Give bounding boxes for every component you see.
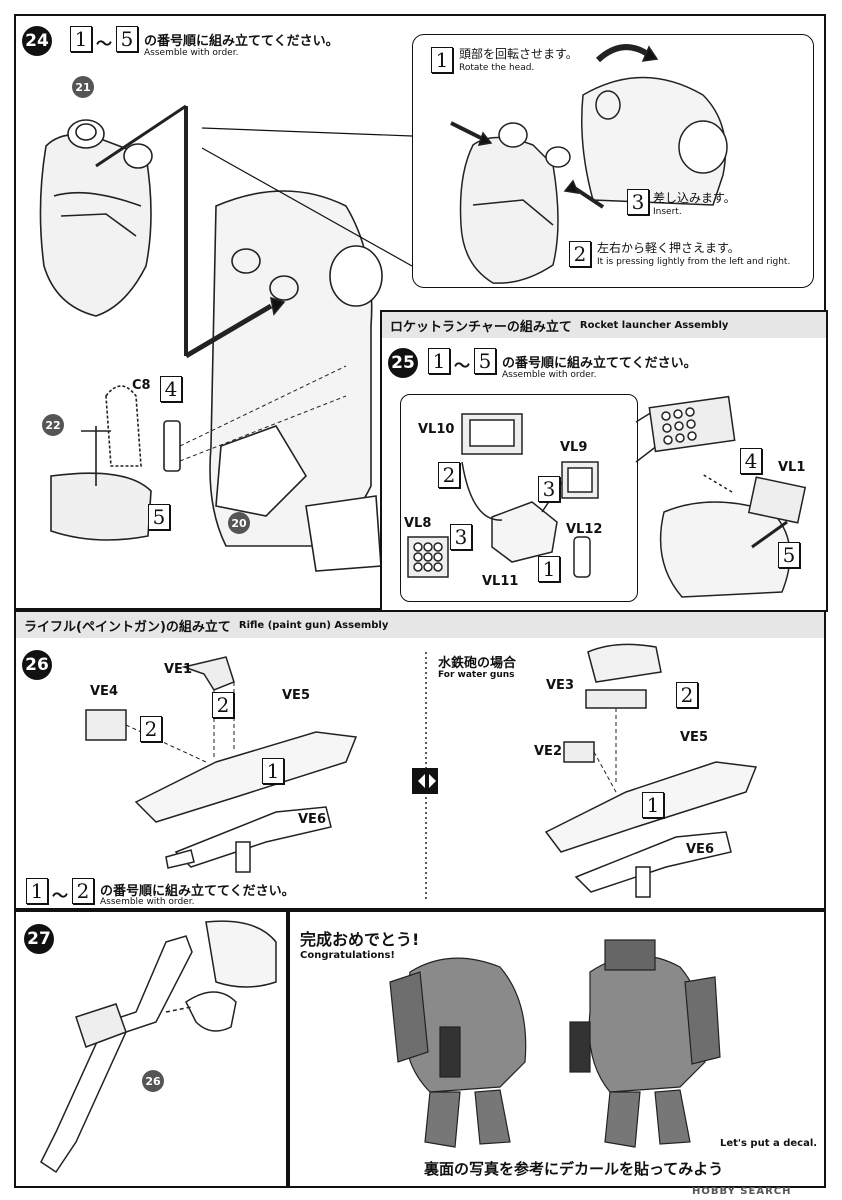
label-ve5-water: VE5 <box>680 730 708 745</box>
detail-step-3-num: 3 <box>627 189 649 215</box>
rocket-launcher-panel: ロケットランチャーの組み立て Rocket launcher Assembly … <box>380 310 828 612</box>
rocket-num-5: 5 <box>778 542 800 568</box>
detail-step-2-num: 2 <box>569 241 591 267</box>
part-26-marker: 26 <box>142 1070 164 1092</box>
label-ve3: VE3 <box>546 678 574 693</box>
decal-jp: 裏面の写真を参考にデカールを貼ってみよう <box>424 1160 724 1178</box>
label-vl12: VL12 <box>566 522 603 537</box>
part-22-marker: 22 <box>42 414 64 436</box>
rifle-range-end: 2 <box>72 878 94 904</box>
label-vl8: VL8 <box>404 516 432 531</box>
rifle-num-e1: 1 <box>642 792 664 818</box>
rifle-num-c1: 1 <box>262 758 284 784</box>
step-number-25: 25 <box>388 348 418 378</box>
rocket-title-jp: ロケットランチャーの組み立て <box>390 319 572 335</box>
detail-step-2-en: It is pressing lightly from the left and… <box>597 257 791 267</box>
range-tilde: 〜 <box>96 34 113 53</box>
label-ve6-water: VE6 <box>686 842 714 857</box>
rocket-instruction-en: Assemble with order. <box>502 370 597 380</box>
rocket-title-en: Rocket launcher Assembly <box>579 319 729 331</box>
detail-step-1-jp: 頭部を回転させます。 <box>459 47 578 61</box>
step-24-panel: 24 1 〜 5 の番号順に組み立ててください。 Assemble with o… <box>14 14 828 612</box>
label-c8: C8 <box>132 378 151 393</box>
label-vl1: VL1 <box>778 460 806 475</box>
water-gun-en: For water guns <box>438 670 515 680</box>
step-24-instruction-en: Assemble with order. <box>144 48 239 58</box>
congrats-jp: 完成おめでとう! <box>300 930 420 949</box>
rocket-num-3a: 3 <box>538 476 560 502</box>
rifle-range-tilde: 〜 <box>52 886 69 905</box>
rocket-num-3b: 3 <box>450 524 472 550</box>
rifle-illustration <box>85 643 758 902</box>
step-27-illustration <box>40 920 277 1174</box>
part-20-marker: 20 <box>228 512 250 534</box>
rifle-num-b2: 2 <box>212 692 234 718</box>
step-27-panel: 27 26 <box>14 910 288 1188</box>
label-ve4: VE4 <box>90 684 118 699</box>
rocket-num-2: 2 <box>438 462 460 488</box>
rocket-range-end: 5 <box>474 348 496 374</box>
label-ve1: VE1 <box>164 662 192 677</box>
rocket-illustration <box>407 395 807 598</box>
final-panel: 完成おめでとう! Congratulations! Let's put a de… <box>288 910 826 1188</box>
detail-step-1-en: Rotate the head. <box>459 63 535 73</box>
rifle-panel: ライフル(ペイントガン)の組み立て Rifle (paint gun) Asse… <box>14 610 826 910</box>
part-21-marker: 21 <box>72 76 94 98</box>
label-ve5: VE5 <box>282 688 310 703</box>
rifle-range-start: 1 <box>26 878 48 904</box>
water-gun-jp: 水鉄砲の場合 <box>438 656 517 671</box>
rocket-range-tilde: 〜 <box>454 356 471 375</box>
step-24-illustration <box>39 104 383 572</box>
rocket-num-4: 4 <box>740 448 762 474</box>
decal-en: Let's put a decal. <box>720 1138 818 1149</box>
step-24-instruction-jp: の番号順に組み立ててください。 <box>144 34 339 49</box>
rifle-title-en: Rifle (paint gun) Assembly <box>238 619 389 631</box>
rifle-num-a2: 2 <box>140 716 162 742</box>
rocket-range-start: 1 <box>428 348 450 374</box>
watermark: HOBBY SEARCH <box>692 1186 792 1197</box>
rifle-instruction-jp: の番号順に組み立ててください。 <box>100 884 295 899</box>
detail-inset: 1 頭部を回転させます。 Rotate the head. 3 差し込みます。 … <box>412 34 814 288</box>
detail-step-1-num: 1 <box>431 47 453 73</box>
step-number-26: 26 <box>22 650 52 680</box>
detail-step-2-jp: 左右から軽く押さえます。 <box>597 241 740 255</box>
label-vl9: VL9 <box>560 440 588 455</box>
rifle-num-d2: 2 <box>676 682 698 708</box>
detail-illustration <box>450 44 728 284</box>
detail-step-3-en: Insert. <box>653 207 682 217</box>
rocket-inset <box>400 394 638 602</box>
congrats-en: Congratulations! <box>300 950 395 961</box>
num-4-box: 4 <box>160 376 182 402</box>
rifle-title-jp: ライフル(ペイントガン)の組み立て <box>24 619 231 635</box>
detail-step-3-jp: 差し込みます。 <box>653 191 736 205</box>
label-vl10: VL10 <box>418 422 455 437</box>
rocket-section-header: ロケットランチャーの組み立て Rocket launcher Assembly <box>382 312 826 338</box>
finished-model-illustration <box>389 939 721 1148</box>
rifle-instruction-en: Assemble with order. <box>100 897 195 907</box>
label-ve6: VE6 <box>298 812 326 827</box>
step-number-24: 24 <box>22 26 52 56</box>
range-end-box: 5 <box>116 26 138 52</box>
rocket-instruction-jp: の番号順に組み立ててください。 <box>502 356 697 371</box>
label-vl11: VL11 <box>482 574 519 589</box>
range-start-box: 1 <box>70 26 92 52</box>
step-number-27: 27 <box>24 924 54 954</box>
rocket-num-1: 1 <box>538 556 560 582</box>
num-5-box: 5 <box>148 504 170 530</box>
rifle-section-header: ライフル(ペイントガン)の組み立て Rifle (paint gun) Asse… <box>16 612 824 638</box>
label-ve2: VE2 <box>534 744 562 759</box>
